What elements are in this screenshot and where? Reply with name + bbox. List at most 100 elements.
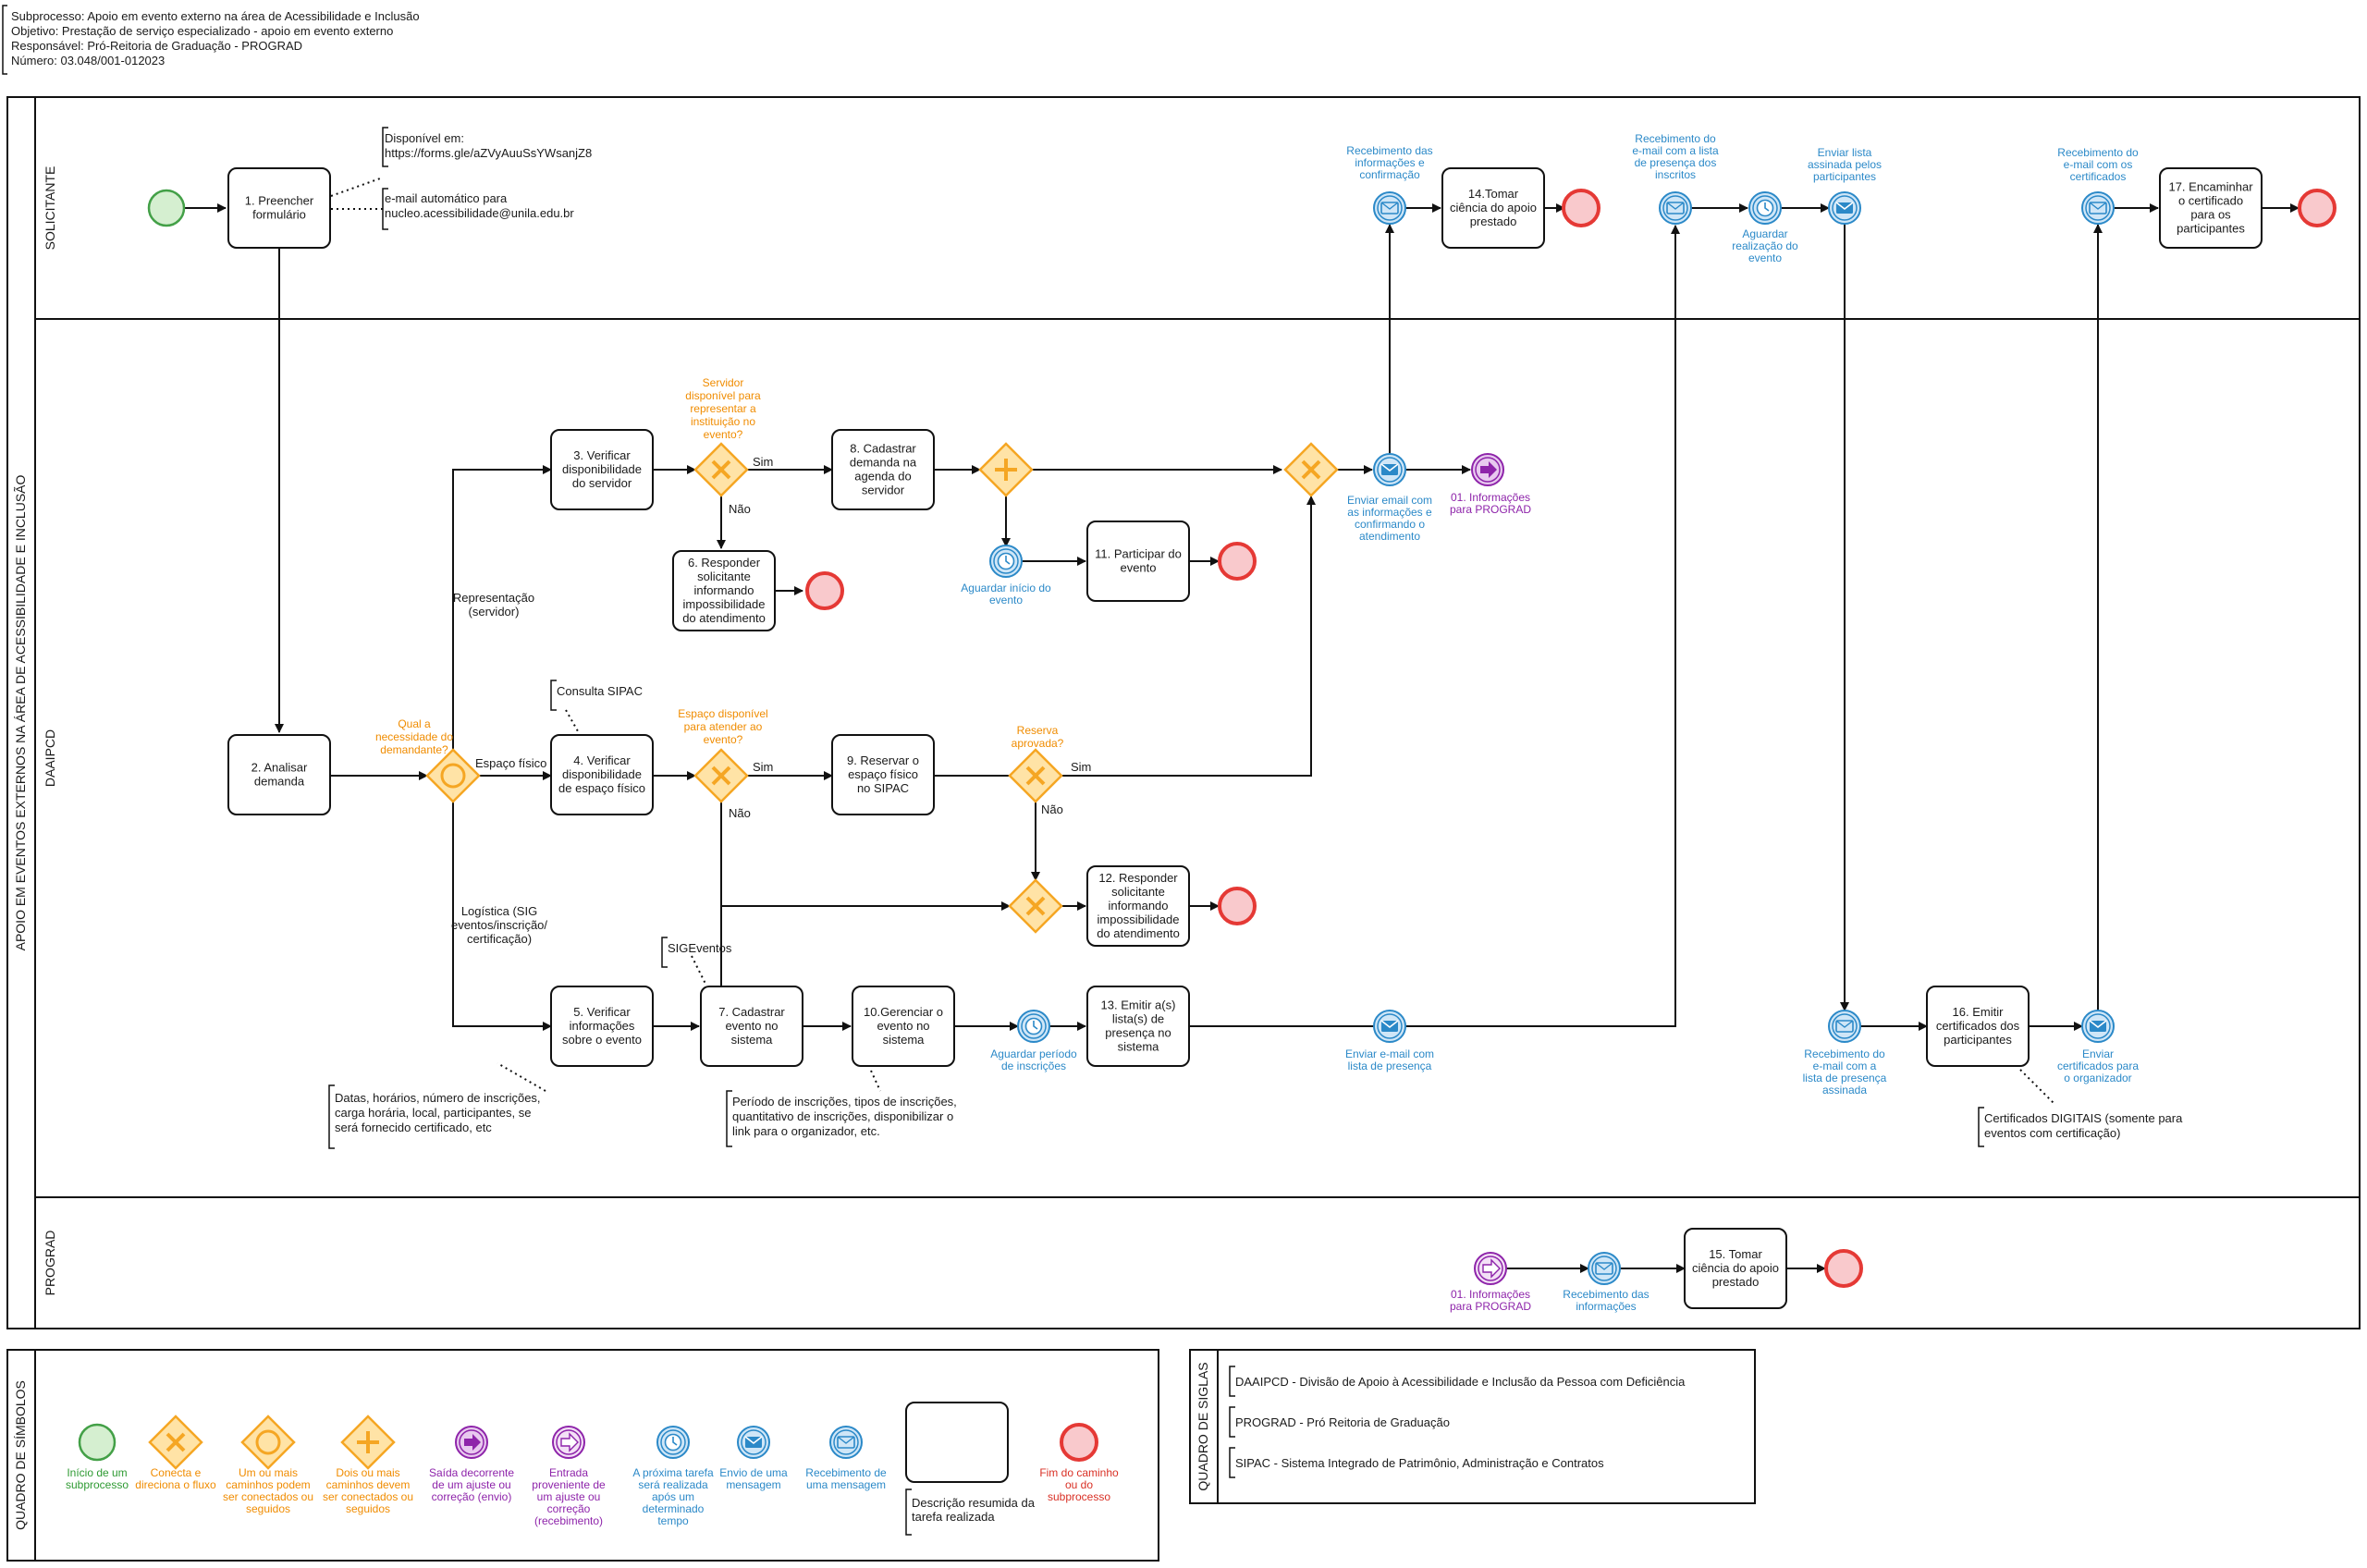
task-8: [831, 429, 935, 510]
annotation-text: quantitativo de inscrições, disponibiliz…: [732, 1109, 953, 1123]
flow-label: Sim: [753, 760, 773, 774]
header-line: Objetivo: Prestação de serviço especiali…: [11, 24, 393, 38]
header-line: Responsável: Pró-Reitoria de Graduação -…: [11, 39, 302, 53]
annotation-text: será fornecido certificado, etc: [335, 1121, 492, 1134]
flow-label: Sim: [1071, 760, 1091, 774]
flow-label: Sim: [753, 455, 773, 469]
flow-label: Não: [729, 806, 751, 820]
annotation-text: e-mail automático para: [385, 191, 508, 205]
flow-label: Não: [729, 502, 751, 516]
header-line: Número: 03.048/001-012023: [11, 54, 165, 67]
task-4: [550, 734, 654, 815]
message-send-icon: [2081, 1010, 2115, 1043]
tasks: [227, 167, 2263, 1309]
task-14: [1441, 167, 1545, 249]
exclusive-gateway-icon: [693, 442, 749, 497]
task-10: [852, 986, 955, 1067]
message-receive-icon: [1373, 191, 1406, 225]
task-7: [700, 986, 803, 1067]
link-send-icon: [1471, 453, 1504, 486]
annotation-text: Disponível em:: [385, 131, 464, 145]
task-6: [672, 550, 776, 631]
exclusive-gateway-icon: [693, 748, 749, 803]
timer-icon: [1748, 191, 1782, 225]
flow-label: Representação(servidor): [453, 591, 534, 619]
message-receive-icon: [1588, 1252, 1621, 1285]
annotation-text: https://forms.gle/aZVyAuuSsYWsanjZ8: [385, 146, 592, 160]
link-receive-icon: [1474, 1252, 1507, 1285]
intermediate-events: [989, 191, 2115, 1285]
timer-icon: [989, 545, 1023, 578]
task-5: [550, 986, 654, 1067]
annotation-text: Datas, horários, número de inscrições,: [335, 1091, 541, 1105]
annotation-text: Certificados DIGITAIS (somente para: [1984, 1111, 2183, 1125]
inclusive-gateway-icon: [425, 748, 481, 803]
end-event-icon: [1218, 542, 1257, 581]
exclusive-gateway-icon: [1008, 878, 1063, 934]
task-11: [1086, 521, 1190, 602]
message-send-icon: [1828, 191, 1861, 225]
message-send-icon: [1373, 453, 1406, 486]
annotation-text: eventos com certificação): [1984, 1126, 2120, 1140]
annotation-text: carga horária, local, participantes, se: [335, 1106, 531, 1120]
end-event-icon: [1562, 189, 1600, 227]
task-16: [1926, 986, 2030, 1067]
task-3: [550, 429, 654, 510]
start-event-icon: [147, 189, 186, 227]
message-receive-icon: [2081, 191, 2115, 225]
task-13: [1086, 986, 1190, 1067]
associations: [330, 177, 2055, 1105]
annotation-text: nucleo.acessibilidade@unila.edu.br: [385, 206, 574, 220]
exclusive-gateway-icon: [1008, 748, 1063, 803]
task-17: [2159, 167, 2263, 249]
end-event-icon: [1218, 887, 1257, 925]
message-receive-icon: [1828, 1010, 1861, 1043]
task-15: [1684, 1228, 1787, 1309]
task-9: [831, 734, 935, 815]
flow-label: Espaço físico: [475, 756, 546, 770]
task-1: [227, 167, 331, 249]
message-send-icon: [1373, 1010, 1406, 1043]
end-event-icon: [1824, 1249, 1863, 1288]
task-2: [227, 734, 331, 815]
annotations: [328, 127, 1984, 1149]
pool: APOIO EM EVENTOS EXTERNOS NA ÁREA DE ACE…: [6, 96, 2361, 1329]
task-12: [1086, 865, 1190, 947]
timer-icon: [1017, 1010, 1050, 1043]
pool-title: APOIO EM EVENTOS EXTERNOS NA ÁREA DE ACE…: [13, 475, 28, 951]
end-events: [805, 189, 2336, 1288]
